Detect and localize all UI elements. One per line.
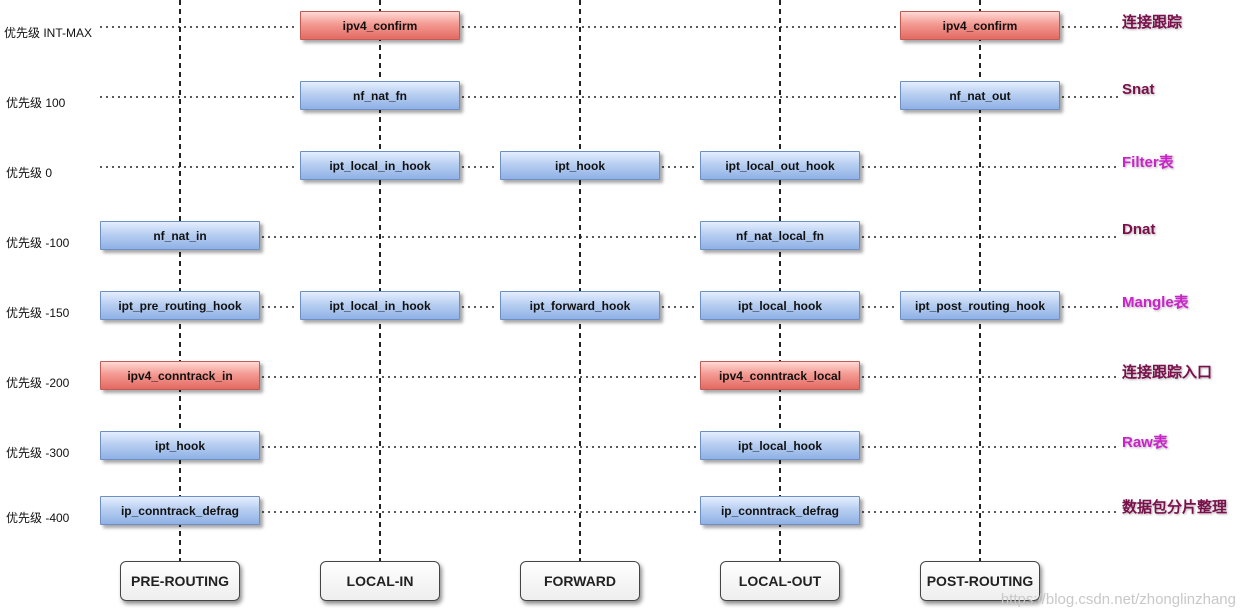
hook-box: ip_conntrack_defrag: [100, 496, 260, 525]
hook-box: ipt_local_out_hook: [700, 151, 860, 180]
hook-box: ipt_local_hook: [700, 431, 860, 460]
table-tag: Snat: [1122, 81, 1155, 98]
hook-box: ipv4_conntrack_local: [700, 361, 860, 390]
hook-box: ipv4_confirm: [300, 11, 460, 40]
chain-box-post-routing: POST-ROUTING: [920, 561, 1040, 601]
watermark: https://blog.csdn.net/zhonglinzhang: [1000, 591, 1236, 608]
hook-box: ipt_local_in_hook: [300, 291, 460, 320]
hook-box: ipt_forward_hook: [500, 291, 660, 320]
priority-label: 优先级 100: [6, 96, 66, 110]
priority-label: 优先级 INT-MAX: [4, 26, 93, 40]
chain-box-forward: FORWARD: [520, 561, 640, 601]
chain-box-pre-routing: PRE-ROUTING: [120, 561, 240, 601]
priority-label: 优先级 -150: [6, 306, 70, 320]
table-tag: 数据包分片整理: [1122, 499, 1228, 516]
hook-box: nf_nat_fn: [300, 81, 460, 110]
hook-box: ipv4_conntrack_in: [100, 361, 260, 390]
table-tag: 连接跟踪入口: [1122, 364, 1213, 381]
priority-label: 优先级 -200: [6, 376, 70, 390]
hook-box: ipv4_confirm: [900, 11, 1060, 40]
priority-label: 优先级 0: [6, 166, 53, 180]
hook-box: nf_nat_in: [100, 221, 260, 250]
chain-box-local-out: LOCAL-OUT: [720, 561, 840, 601]
table-tag: Mangle表: [1122, 294, 1189, 311]
table-tag: Raw表: [1122, 434, 1168, 451]
hook-box: ip_conntrack_defrag: [700, 496, 860, 525]
table-tag: Filter表: [1122, 154, 1174, 171]
chain-box-local-in: LOCAL-IN: [320, 561, 440, 601]
hook-box: ipt_hook: [500, 151, 660, 180]
priority-label: 优先级 -400: [6, 511, 70, 525]
hook-box: nf_nat_local_fn: [700, 221, 860, 250]
hook-box: ipt_local_hook: [700, 291, 860, 320]
hook-box: ipt_hook: [100, 431, 260, 460]
priority-label: 优先级 -100: [6, 236, 70, 250]
table-tag: 连接跟踪: [1122, 14, 1183, 31]
hook-box: ipt_post_routing_hook: [900, 291, 1060, 320]
hook-box: ipt_local_in_hook: [300, 151, 460, 180]
priority-label: 优先级 -300: [6, 446, 70, 460]
table-tag: Dnat: [1122, 221, 1156, 238]
hook-box: ipt_pre_routing_hook: [100, 291, 260, 320]
hook-box: nf_nat_out: [900, 81, 1060, 110]
